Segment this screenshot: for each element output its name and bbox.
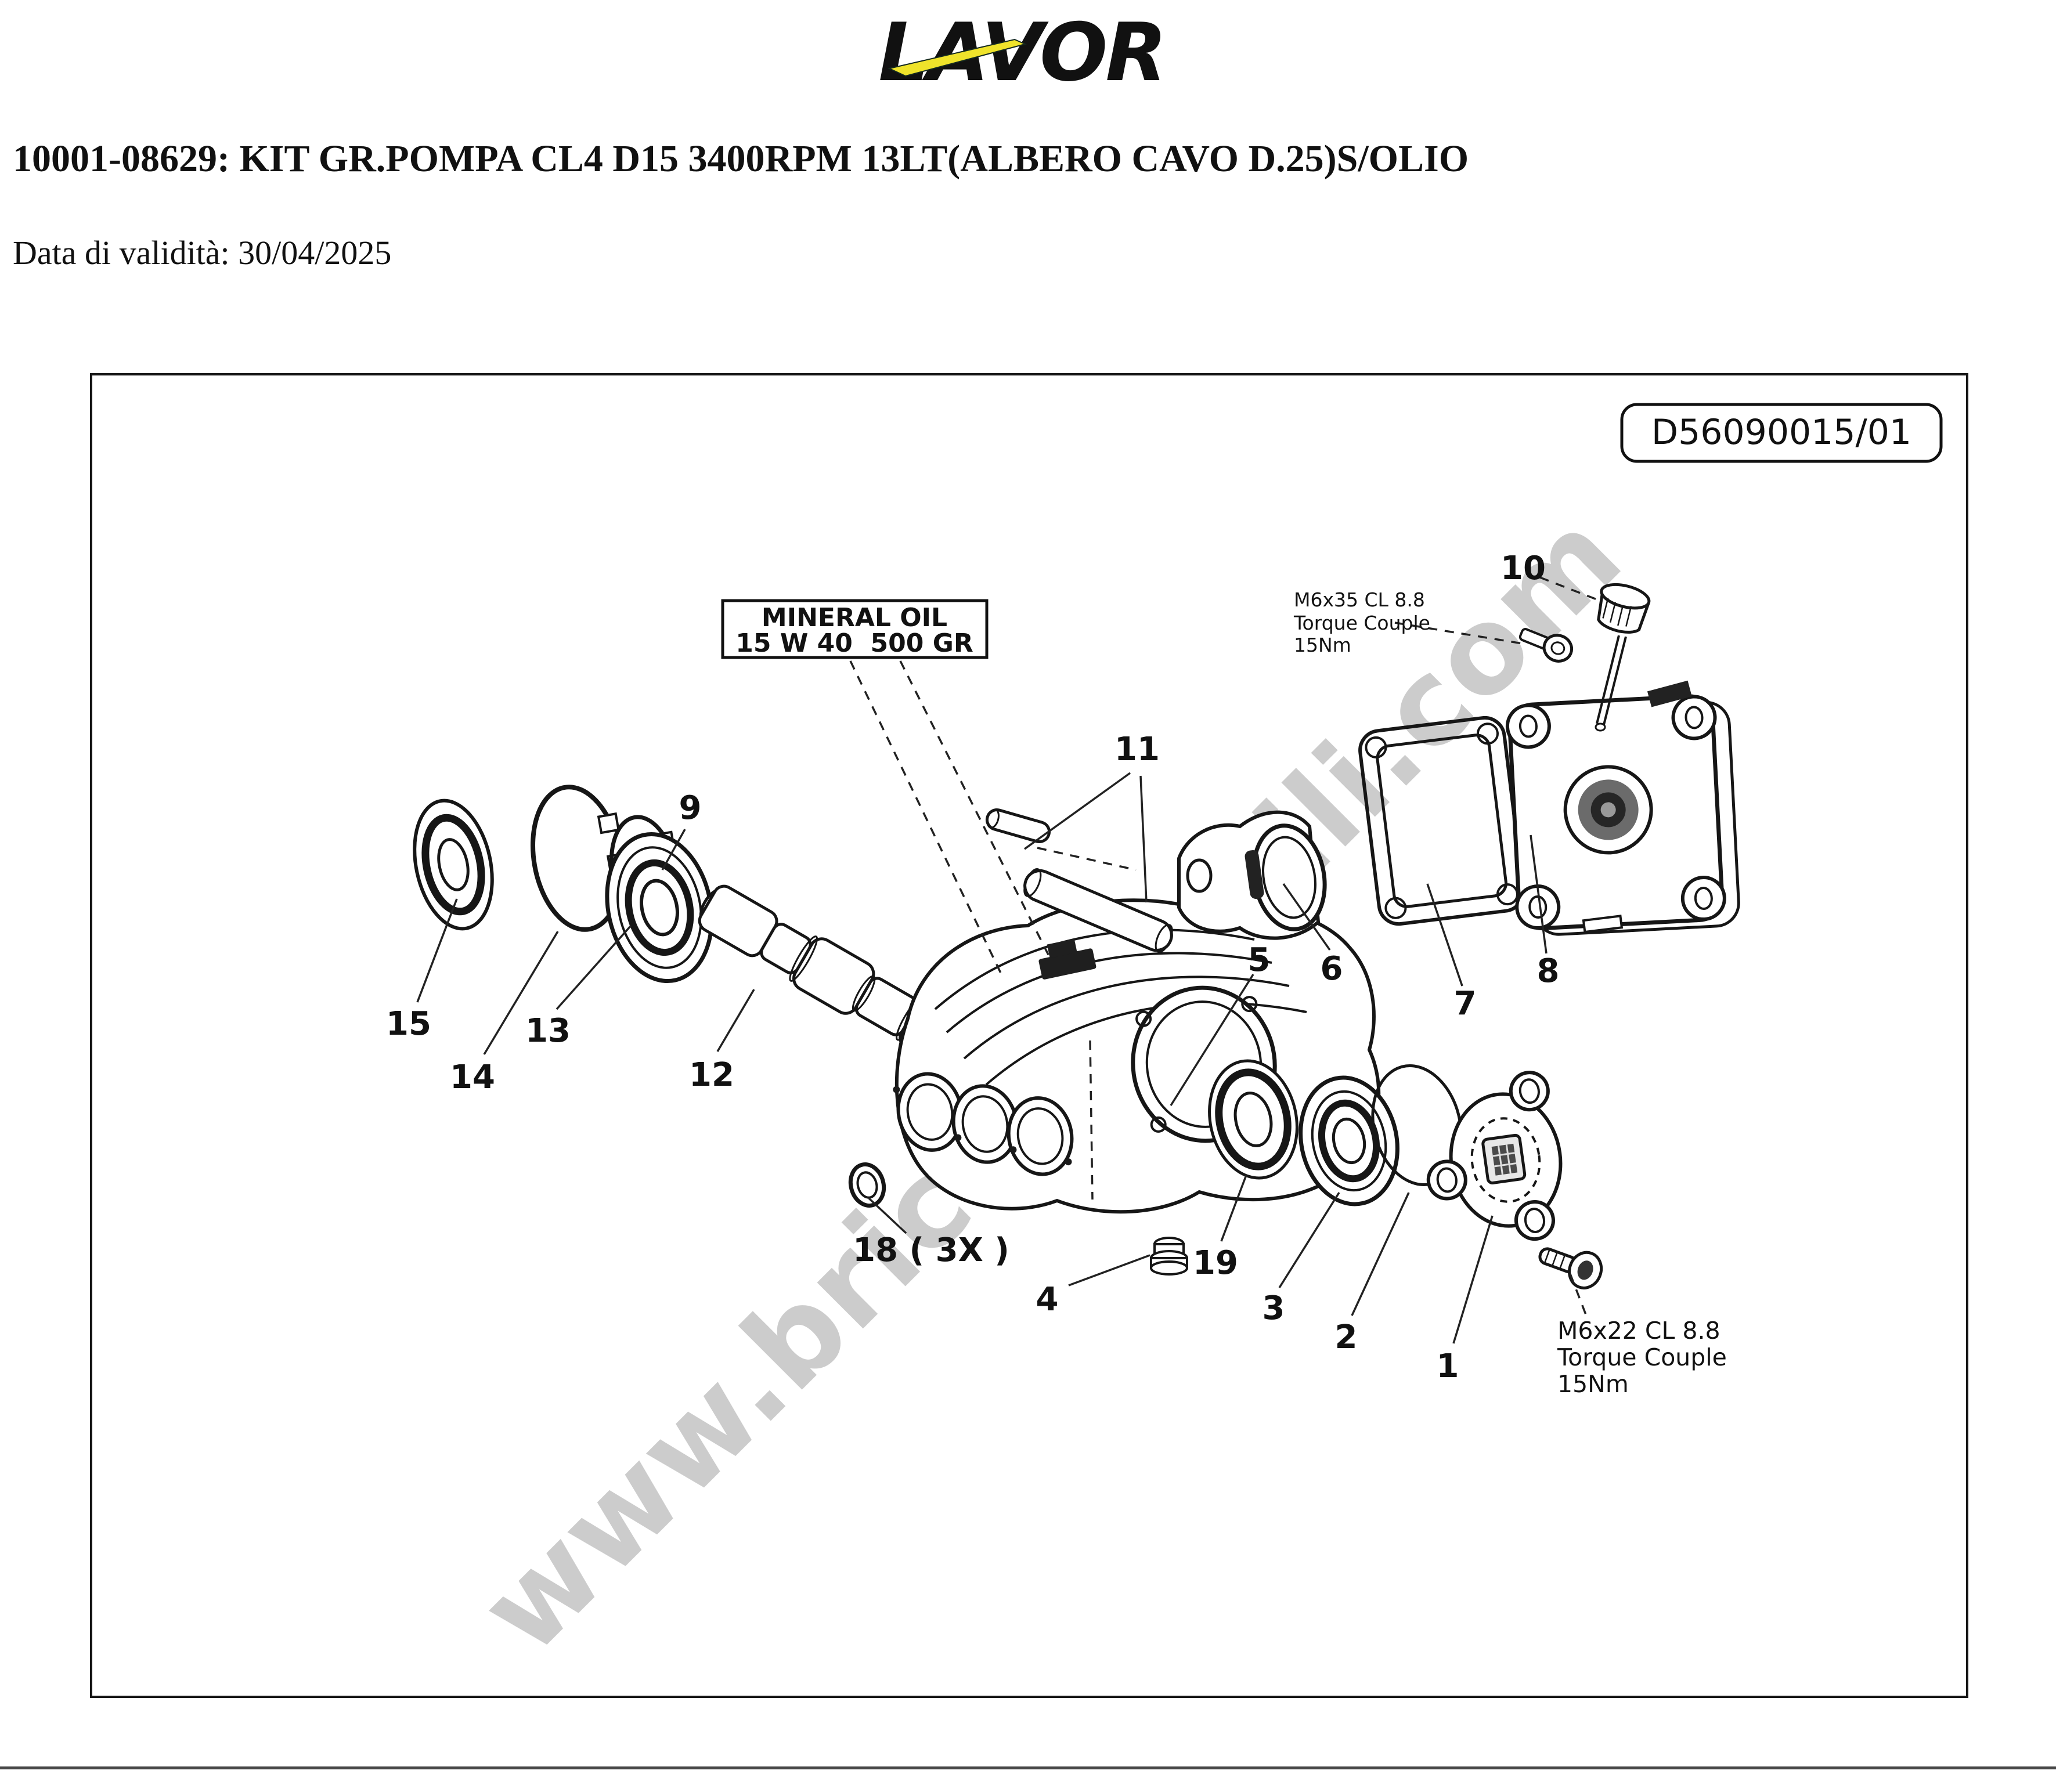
part-8-cover bbox=[1505, 680, 1740, 936]
part-screw-bottom bbox=[1538, 1247, 1603, 1289]
oil-spec-box: MINERAL OIL 15 W 40 500 GR bbox=[721, 599, 989, 659]
exploded-diagram: www.bricoutensili.com D56090015/01 bbox=[386, 403, 1943, 1680]
oil-spec-line2: 15 W 40 500 GR bbox=[735, 628, 973, 658]
torque-note-top-line2: Torque Couple bbox=[1293, 612, 1430, 634]
lavor-logo: LAVOR bbox=[824, 6, 1219, 99]
torque-note-top-line1: M6x35 CL 8.8 bbox=[1294, 588, 1425, 611]
callout-5: 5 bbox=[1248, 941, 1271, 979]
part-4-plug bbox=[1150, 1237, 1188, 1276]
oil-filler-cap bbox=[1038, 938, 1096, 980]
callout-18: 18 ( 3X ) bbox=[853, 1231, 1009, 1269]
part-18-nut bbox=[848, 1162, 886, 1208]
part-callouts: 1 2 3 4 5 6 7 8 9 10 11 12 13 14 15 18 (… bbox=[386, 550, 1559, 1385]
callout-8: 8 bbox=[1537, 952, 1560, 990]
page-title: 10001-08629: KIT GR.POMPA CL4 D15 3400RP… bbox=[13, 138, 1469, 180]
callout-9: 9 bbox=[679, 789, 702, 827]
diagram-frame: www.bricoutensili.com D56090015/01 bbox=[90, 373, 1968, 1698]
part-15-seal bbox=[413, 799, 494, 931]
callout-1: 1 bbox=[1437, 1347, 1459, 1385]
callout-6: 6 bbox=[1321, 950, 1343, 988]
callout-13: 13 bbox=[525, 1012, 571, 1050]
leader-lines bbox=[416, 576, 1597, 1344]
torque-note-bottom-line2: Torque Couple bbox=[1557, 1343, 1727, 1371]
torque-note-top: M6x35 CL 8.8 Torque Couple 15Nm bbox=[1293, 588, 1430, 656]
footer-divider bbox=[0, 1766, 2056, 1769]
callout-2: 2 bbox=[1335, 1318, 1358, 1356]
callout-7: 7 bbox=[1454, 985, 1477, 1023]
lavor-logo-svg: LAVOR bbox=[878, 6, 1167, 99]
drawing-number: D56090015/01 bbox=[1651, 412, 1911, 453]
callout-10: 10 bbox=[1500, 550, 1546, 587]
lightning-bolt-icon bbox=[887, 38, 1027, 77]
torque-note-top-line3: 15Nm bbox=[1294, 634, 1351, 656]
callout-4: 4 bbox=[1036, 1281, 1059, 1318]
part-screw-top bbox=[1518, 628, 1574, 663]
oil-spec-line1: MINERAL OIL bbox=[762, 603, 947, 633]
lavor-logo-text: LAVOR bbox=[878, 8, 1164, 98]
callout-14: 14 bbox=[450, 1058, 495, 1096]
torque-note-bottom-line3: 15Nm bbox=[1557, 1370, 1629, 1398]
validity-date: Data di validità: 30/04/2025 bbox=[13, 234, 392, 272]
callout-15: 15 bbox=[386, 1005, 431, 1043]
part-1-flange bbox=[1426, 1071, 1563, 1241]
drawing-number-box: D56090015/01 bbox=[1620, 403, 1943, 463]
part-19-seal bbox=[1208, 1059, 1298, 1180]
part-9-bearing bbox=[605, 832, 714, 984]
torque-note-bottom: M6x22 CL 8.8 Torque Couple 15Nm bbox=[1557, 1317, 1727, 1398]
part-11-pins bbox=[985, 808, 1173, 953]
torque-note-bottom-line1: M6x22 CL 8.8 bbox=[1557, 1317, 1720, 1345]
callout-12: 12 bbox=[689, 1056, 734, 1094]
part-6-conrod bbox=[1177, 810, 1327, 940]
callout-11: 11 bbox=[1114, 731, 1160, 768]
callout-19: 19 bbox=[1193, 1244, 1238, 1282]
part-10-dipstick bbox=[1595, 583, 1651, 732]
callout-3: 3 bbox=[1263, 1289, 1285, 1327]
